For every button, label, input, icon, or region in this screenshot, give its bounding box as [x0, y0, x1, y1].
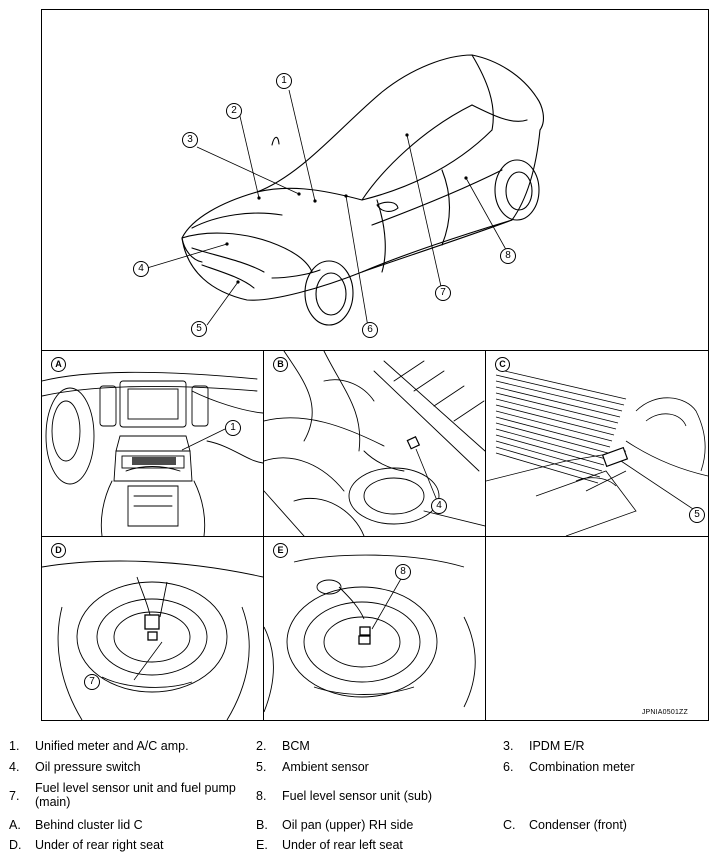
callout-7: 7: [435, 285, 451, 301]
legend-num: 5.: [256, 760, 267, 774]
panel-c-callout-5: 5: [689, 507, 705, 523]
panel-d-illustration: [42, 560, 263, 720]
legend: 1. Unified meter and A/C amp. 2. BCM 3. …: [0, 734, 717, 861]
panel-d-callout-7: 7: [84, 674, 100, 690]
legend-text: Under of rear right seat: [35, 838, 164, 852]
panel-b-illustration: [264, 351, 485, 536]
callout-8: 8: [500, 248, 516, 264]
car-illustration: [146, 54, 544, 328]
legend-text: IPDM E/R: [529, 739, 585, 753]
grid-divider: [485, 350, 486, 720]
legend-text: Oil pressure switch: [35, 760, 141, 774]
panel-label-b: B: [273, 357, 288, 372]
legend-text: Condenser (front): [529, 818, 627, 832]
panel-a-illustration: [42, 371, 263, 536]
legend-row: 7. Fuel level sensor unit and fuel pump …: [0, 781, 717, 813]
legend-text: Ambient sensor: [282, 760, 369, 774]
panel-label-c: C: [495, 357, 510, 372]
legend-num: 7.: [9, 789, 20, 803]
legend-num: 4.: [9, 760, 20, 774]
callout-2: 2: [226, 103, 242, 119]
legend-num: 8.: [256, 789, 267, 803]
detail-panel-e: E 8: [264, 537, 485, 720]
legend-num: D.: [9, 838, 22, 852]
detail-panel-b: B 4: [264, 351, 485, 536]
callout-1: 1: [276, 73, 292, 89]
detail-panel-c: C 5: [486, 351, 708, 536]
legend-row: 1. Unified meter and A/C amp. 2. BCM 3. …: [0, 739, 717, 755]
legend-text: Fuel level sensor unit (sub): [282, 789, 433, 803]
legend-num: C.: [503, 818, 516, 832]
legend-num: A.: [9, 818, 21, 832]
legend-num: B.: [256, 818, 268, 832]
detail-panel-a: A 1: [42, 351, 263, 536]
callout-6: 6: [362, 322, 378, 338]
legend-row: D. Under of rear right seat E. Under of …: [0, 838, 717, 854]
empty-panel: JPNIA0501ZZ: [486, 537, 708, 720]
legend-text: Behind cluster lid C: [35, 818, 143, 832]
legend-row: 4. Oil pressure switch 5. Ambient sensor…: [0, 760, 717, 776]
grid-divider: [42, 536, 708, 537]
legend-num: E.: [256, 838, 268, 852]
legend-row: A. Behind cluster lid C B. Oil pan (uppe…: [0, 818, 717, 834]
legend-num: 3.: [503, 739, 514, 753]
figure-code: JPNIA0501ZZ: [641, 709, 688, 716]
legend-text: Combination meter: [529, 760, 635, 774]
legend-text: Oil pan (upper) RH side: [282, 818, 414, 832]
grid-divider: [263, 350, 264, 720]
panel-b-callout-4: 4: [431, 498, 447, 514]
panel-e-callout-8: 8: [395, 564, 411, 580]
legend-num: 6.: [503, 760, 514, 774]
component-location-figure: 1 2 3 4 5 6 7 8: [41, 9, 709, 721]
car-overview-panel: 1 2 3 4 5 6 7 8: [42, 10, 708, 350]
panel-a-callout-1: 1: [225, 420, 241, 436]
panel-label-e: E: [273, 543, 288, 558]
legend-num: 2.: [256, 739, 267, 753]
detail-panel-d: D 7: [42, 537, 263, 720]
grid-divider: [42, 350, 708, 351]
panel-e-illustration: [264, 554, 476, 713]
callout-4: 4: [133, 261, 149, 277]
callout-5: 5: [191, 321, 207, 337]
legend-num: 1.: [9, 739, 20, 753]
legend-text: Fuel level sensor unit and fuel pump (ma…: [35, 781, 236, 809]
panel-label-d: D: [51, 543, 66, 558]
legend-text: Unified meter and A/C amp.: [35, 739, 189, 753]
panel-label-a: A: [51, 357, 66, 372]
callout-3: 3: [182, 132, 198, 148]
panel-c-illustration: [486, 368, 708, 536]
legend-text: BCM: [282, 739, 310, 753]
legend-text: Under of rear left seat: [282, 838, 403, 852]
